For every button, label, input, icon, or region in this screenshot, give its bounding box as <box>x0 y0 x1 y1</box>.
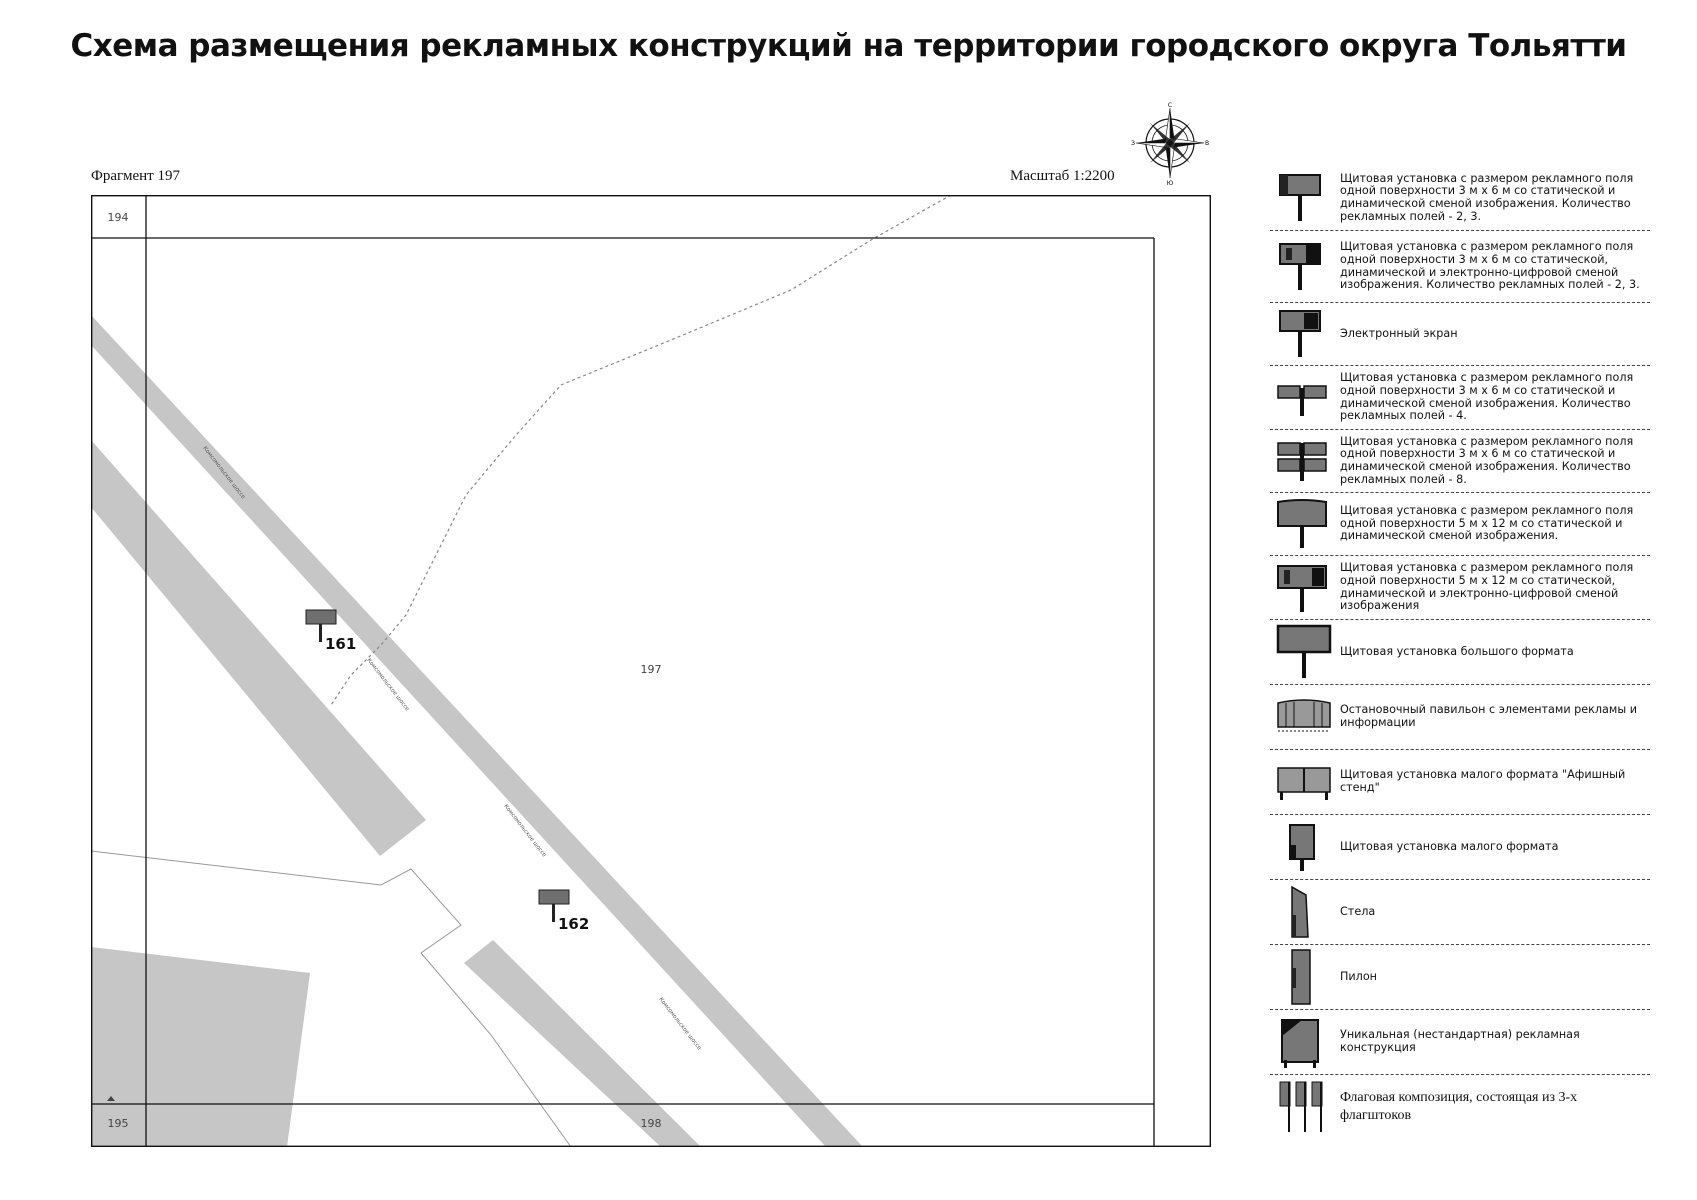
footpath-dashed <box>330 195 952 706</box>
billboard-marker-162[interactable]: 162 <box>538 889 589 933</box>
compass-east: В <box>1205 140 1209 147</box>
stele-icon <box>1291 885 1309 938</box>
pylon-icon <box>1291 949 1311 1005</box>
legend: Щитовая установка с размером рекламного … <box>1270 166 1650 1139</box>
legend-item-large-format: Щитовая установка большого формата <box>1270 620 1650 685</box>
legend-item-electronic-screen: Электронный экран <box>1270 303 1650 366</box>
compass-rose-icon: С Ю З В <box>1131 102 1209 186</box>
billboard-5x12-digital-icon <box>1277 564 1327 612</box>
legend-item-pylon: Пилон <box>1270 945 1650 1010</box>
small-format-billboard-icon <box>1289 824 1315 871</box>
legend-item-unique-structure: Уникальная (нестандартная) рекламная кон… <box>1270 1010 1650 1075</box>
fragment-label: Фрагмент 197 <box>91 168 180 184</box>
scale-label: Масштаб 1:2200 <box>1010 168 1115 184</box>
legend-item-billboard-8-fields: Щитовая установка с размером рекламного … <box>1270 430 1650 493</box>
legend-item-small-format: Щитовая установка малого формата <box>1270 815 1650 880</box>
legend-item-billboard-3x6: Щитовая установка с размером рекламного … <box>1270 166 1650 231</box>
bus-stop-pavilion-icon <box>1277 699 1331 732</box>
legend-item-billboard-4-fields: Щитовая установка с размером рекламного … <box>1270 366 1650 430</box>
sheet-label-195: 195 <box>108 1117 129 1130</box>
sheet-label-197: 197 <box>641 663 662 676</box>
large-format-billboard-icon <box>1276 624 1332 678</box>
billboard-4-fields-icon <box>1277 384 1327 416</box>
marker-label-161: 161 <box>325 635 356 653</box>
road-band-main <box>91 315 863 1147</box>
legend-item-bus-stop-pavilion: Остановочный павильон с элементами рекла… <box>1270 685 1650 750</box>
legend-item-stele: Стела <box>1270 880 1650 945</box>
flag-composition-icon <box>1279 1081 1323 1132</box>
page-title: Схема размещения рекламных конструкций н… <box>70 28 1627 64</box>
billboard-8-fields-icon <box>1277 442 1327 481</box>
legend-item-poster-stand: Щитовая установка малого формата "Афишны… <box>1270 750 1650 815</box>
billboard-marker-161[interactable]: 161 <box>305 609 356 653</box>
sheet-label-194: 194 <box>108 211 129 224</box>
sheet-label-198: 198 <box>641 1117 662 1130</box>
legend-item-billboard-5x12: Щитовая установка с размером рекламного … <box>1270 493 1650 556</box>
boundary-line <box>91 850 572 1147</box>
unique-structure-icon <box>1281 1019 1319 1068</box>
billboard-3x6-icon <box>1279 174 1321 221</box>
poster-stand-icon <box>1277 767 1331 800</box>
building-symbol-icon <box>107 1096 115 1101</box>
compass-south: Ю <box>1167 180 1174 186</box>
road-band-upper-left <box>91 440 426 856</box>
legend-item-billboard-3x6-digital: Щитовая установка с размером рекламного … <box>1270 231 1650 303</box>
marker-label-162: 162 <box>558 915 589 933</box>
compass-north: С <box>1168 102 1172 109</box>
electronic-screen-icon <box>1279 310 1321 357</box>
billboard-5x12-icon <box>1277 499 1327 548</box>
legend-item-billboard-5x12-digital: Щитовая установка с размером рекламного … <box>1270 556 1650 620</box>
legend-item-flag-composition: Флаговая композиция, состоящая из 3-х фл… <box>1270 1075 1650 1139</box>
billboard-3x6-digital-icon <box>1279 242 1321 290</box>
map-fragment[interactable]: Комсомольское шоссе Комсомольское шоссе … <box>91 195 1211 1147</box>
road-band-lower <box>464 940 701 1147</box>
compass-west: З <box>1131 140 1135 147</box>
